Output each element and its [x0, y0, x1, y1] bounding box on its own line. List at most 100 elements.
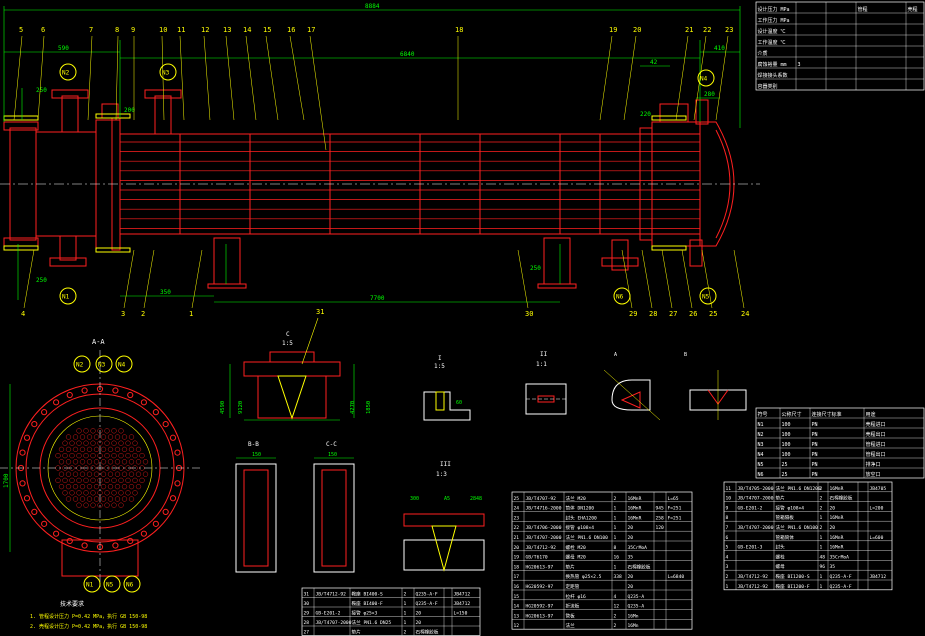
callout-label: 13 — [223, 26, 231, 34]
table-cell: 12 — [514, 623, 520, 629]
tube-hole — [79, 459, 86, 465]
tube-hole — [132, 490, 138, 496]
table-cell: 35CrMoA — [628, 545, 648, 551]
table-cell: 3 — [798, 62, 801, 68]
tube-hole — [107, 459, 114, 465]
table-cell: JB4712 — [454, 601, 471, 607]
table-cell: 258 — [656, 515, 665, 521]
weld-a-view: A — [603, 352, 661, 421]
table-cell: 13 — [514, 613, 520, 619]
detail-iii-label: III — [440, 461, 451, 468]
dim-support-spacing: 7700 — [370, 295, 385, 302]
tube-hole — [65, 484, 72, 490]
tube-hole — [128, 484, 135, 490]
flange-bolt-hole — [41, 520, 48, 527]
callout-leader — [715, 35, 729, 121]
flange-bolt-hole — [152, 409, 159, 416]
dim-left-small: 200 — [124, 107, 135, 114]
tube-hole — [93, 496, 100, 502]
table-cell: PN — [812, 452, 818, 458]
callout-label: 21 — [685, 26, 693, 34]
table-cell: GB/T6170 — [526, 555, 548, 561]
table-cell: 1 — [404, 611, 407, 617]
tube-hole — [128, 471, 135, 477]
tube-hole — [111, 428, 117, 434]
table-cell: 2 — [614, 496, 617, 502]
table-cell: 20 — [514, 545, 520, 551]
table-cell: 5 — [726, 545, 729, 551]
table-cell: JB4712 — [454, 592, 471, 598]
table-cell: 1 — [404, 620, 407, 626]
table-cell: 16MnR — [830, 515, 844, 521]
tube-hole — [86, 434, 93, 440]
cc-width: 150 — [328, 452, 337, 458]
section-cc-label: C-C — [326, 441, 337, 448]
table-cell: PN — [812, 472, 818, 478]
tube-hole — [104, 477, 110, 484]
table-cell: 石棉橡胶板 — [628, 563, 651, 570]
tube-hole — [97, 502, 103, 508]
table-cell: 公称尺寸 — [782, 411, 802, 418]
tube-hole — [100, 484, 107, 490]
tube-hole — [86, 446, 93, 453]
tube-hole — [86, 471, 93, 477]
table-cell: HG20592-97 — [526, 584, 554, 590]
aa-nozzle-circle — [95, 355, 113, 373]
tube-hole — [118, 440, 124, 446]
callout-leader — [675, 35, 689, 121]
dim-overall-length: 8884 — [365, 3, 380, 10]
table-cell: 35CrMoA — [830, 554, 850, 560]
flange-bolt-hole — [140, 530, 147, 537]
table-cell: JB/T4707-2000 — [316, 620, 352, 626]
tube-hole — [69, 490, 75, 496]
flange-bolt-hole — [53, 530, 60, 537]
table-cell: L=65 — [668, 496, 679, 502]
table-cell: 20 — [628, 535, 634, 541]
callout-label: 15 — [263, 26, 271, 34]
table-cell: 25 — [782, 472, 788, 478]
flange-bolt-hole — [162, 421, 169, 428]
callout-label: 23 — [725, 26, 733, 34]
tube-hole — [104, 502, 110, 508]
flange-bolt-row — [651, 245, 687, 251]
table-cell: 1 — [726, 584, 729, 590]
tube-hole — [83, 502, 89, 508]
tube-hole — [79, 484, 86, 490]
tube-hole — [114, 434, 121, 440]
table-cell: 壳程出口 — [866, 431, 886, 438]
tube-hole — [111, 453, 117, 459]
table-cell: 22 — [514, 525, 520, 531]
flange-bolt-row — [95, 113, 131, 119]
callout-label: 4 — [21, 310, 25, 318]
tube-hole — [128, 459, 135, 465]
table-cell: 筒体 DN1200 — [566, 505, 595, 512]
table-cell: 螺母 M20 — [566, 554, 586, 561]
table-cell: 20 — [830, 505, 836, 511]
tube-hole — [83, 477, 89, 484]
detail-ii-label: II — [540, 351, 548, 358]
table-cell: 腐蚀裕量 mm — [758, 61, 787, 68]
detail-c-scale: 1:5 — [282, 340, 293, 347]
aa-nozzle-tag: N6 — [126, 582, 134, 589]
callout-label: 26 — [689, 310, 697, 318]
tube-hole — [100, 446, 107, 453]
dim-right-nozzle-height: 280 — [704, 91, 715, 98]
table-cell: 法兰 PN1.6 DN25 — [352, 619, 392, 626]
table-cell: 排净口 — [866, 461, 881, 468]
table-cell: 20 — [416, 611, 422, 617]
table-cell: 8 — [726, 515, 729, 521]
callout-leader — [191, 249, 203, 309]
table-cell: 符号 — [758, 411, 768, 418]
aa-nozzle-tag: N5 — [106, 582, 114, 589]
tube-hole — [90, 477, 96, 484]
callout-leader — [517, 249, 529, 309]
tube-hole — [76, 490, 82, 496]
tube-hole — [111, 502, 117, 508]
tube-hole — [139, 453, 145, 459]
flange-bolt-hole — [140, 399, 147, 406]
table-cell: JB/T4716-2000 — [526, 506, 562, 512]
tube-hole — [55, 453, 61, 459]
tube-hole — [58, 471, 65, 477]
